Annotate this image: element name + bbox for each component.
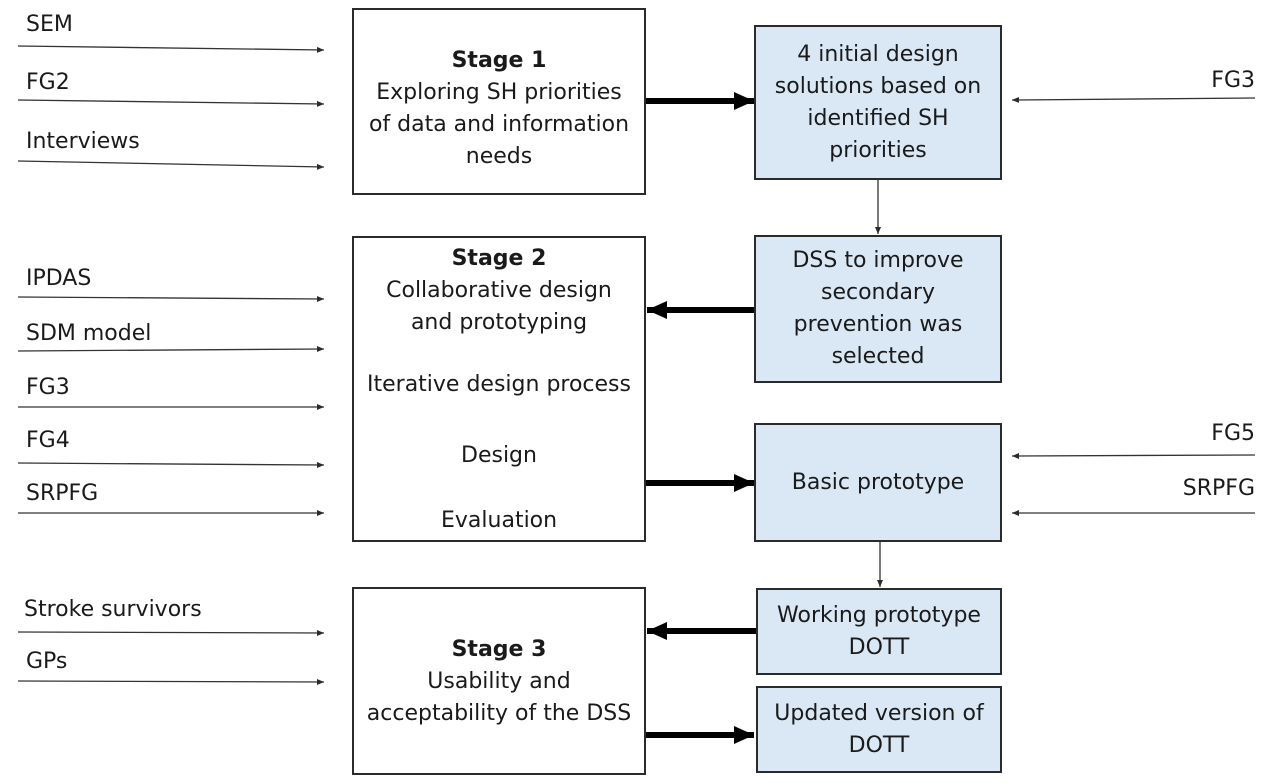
input-arrow-fg5 — [1011, 452, 1256, 459]
input-arrow-interviews — [17, 160, 325, 170]
input-arrow-sem — [17, 45, 325, 53]
initial-solutions-line: solutions based on — [774, 73, 982, 99]
input-label-fg5: FG5 — [1211, 421, 1255, 446]
stage-3-title: Stage 3 — [451, 637, 547, 662]
stage-3-box: Stage 3 Usability and acceptability of t… — [352, 587, 646, 775]
input-label-stroke-survivors: Stroke survivors — [24, 597, 202, 622]
input-label-ipdas: IPDAS — [26, 266, 92, 291]
initial-solutions-line: 4 initial design — [797, 41, 959, 67]
stage-3-text-line: acceptability of the DSS — [366, 701, 632, 726]
input-label-sdm-model: SDM model — [26, 321, 152, 346]
dss-selected-line: selected — [831, 344, 925, 369]
input-label-srpfg: SRPFG — [26, 481, 99, 506]
input-label-sem: SEM — [26, 12, 73, 37]
basic-prototype-label: Basic prototype — [791, 469, 965, 495]
input-label-interviews: Interviews — [26, 129, 140, 154]
initial-solutions-box: 4 initial design solutions based on iden… — [754, 25, 1002, 180]
input-arrow-fg4 — [17, 461, 325, 468]
stage-1-text-line: Exploring SH priorities — [376, 80, 622, 105]
input-label-fg3: FG3 — [26, 375, 70, 400]
input-arrow-stroke-survivors — [17, 629, 325, 636]
input-arrow-ipdas — [17, 295, 325, 302]
input-arrow-gps — [17, 678, 325, 685]
initial-solutions-line: priorities — [829, 137, 927, 163]
input-label-fg4: FG4 — [26, 428, 70, 453]
stage-1-box: Stage 1 Exploring SH priorities of data … — [352, 8, 646, 195]
initial-solutions-line: identified SH — [807, 105, 949, 131]
cycle-evaluation-label: Evaluation — [441, 508, 558, 533]
input-label-fg3-right: FG3 — [1211, 68, 1255, 93]
dss-selected-line: prevention was — [793, 312, 963, 337]
input-arrow-fg2 — [17, 99, 325, 107]
stage-2-text-line: Collaborative design — [386, 278, 612, 303]
working-prototype-box: Working prototype DOTT — [756, 588, 1002, 675]
input-arrow-sdm — [17, 346, 325, 353]
input-arrow-fg3-right — [1011, 96, 1256, 103]
dss-selected-line: DSS to improve — [792, 248, 964, 273]
input-label-gps: GPs — [26, 649, 68, 674]
updated-version-box: Updated version of DOTT — [756, 686, 1002, 773]
stage-1-title: Stage 1 — [451, 48, 547, 73]
stage-1-text-line: of data and information — [368, 112, 630, 137]
stage-2-text-line: and prototyping — [410, 310, 588, 335]
basic-prototype-box: Basic prototype — [754, 423, 1002, 542]
stage-2-title: Stage 2 — [451, 246, 547, 271]
dss-selected-box: DSS to improve secondary prevention was … — [754, 235, 1002, 383]
stage-3-text-line: Usability and — [427, 669, 571, 694]
stage-1-text-line: needs — [465, 144, 533, 169]
stage-2-box: Stage 2 Collaborative design and prototy… — [352, 236, 646, 542]
updated-version-line: Updated version of — [774, 700, 984, 726]
input-label-fg2: FG2 — [26, 70, 70, 95]
updated-version-line: DOTT — [848, 732, 910, 758]
dss-selected-line: secondary — [820, 280, 935, 305]
stage-2-process-label: Iterative design process — [367, 372, 631, 397]
cycle-design-label: Design — [461, 443, 537, 468]
input-label-srpfg-right: SRPFG — [1182, 476, 1255, 501]
working-prototype-line: DOTT — [848, 634, 910, 660]
working-prototype-line: Working prototype — [777, 602, 981, 628]
